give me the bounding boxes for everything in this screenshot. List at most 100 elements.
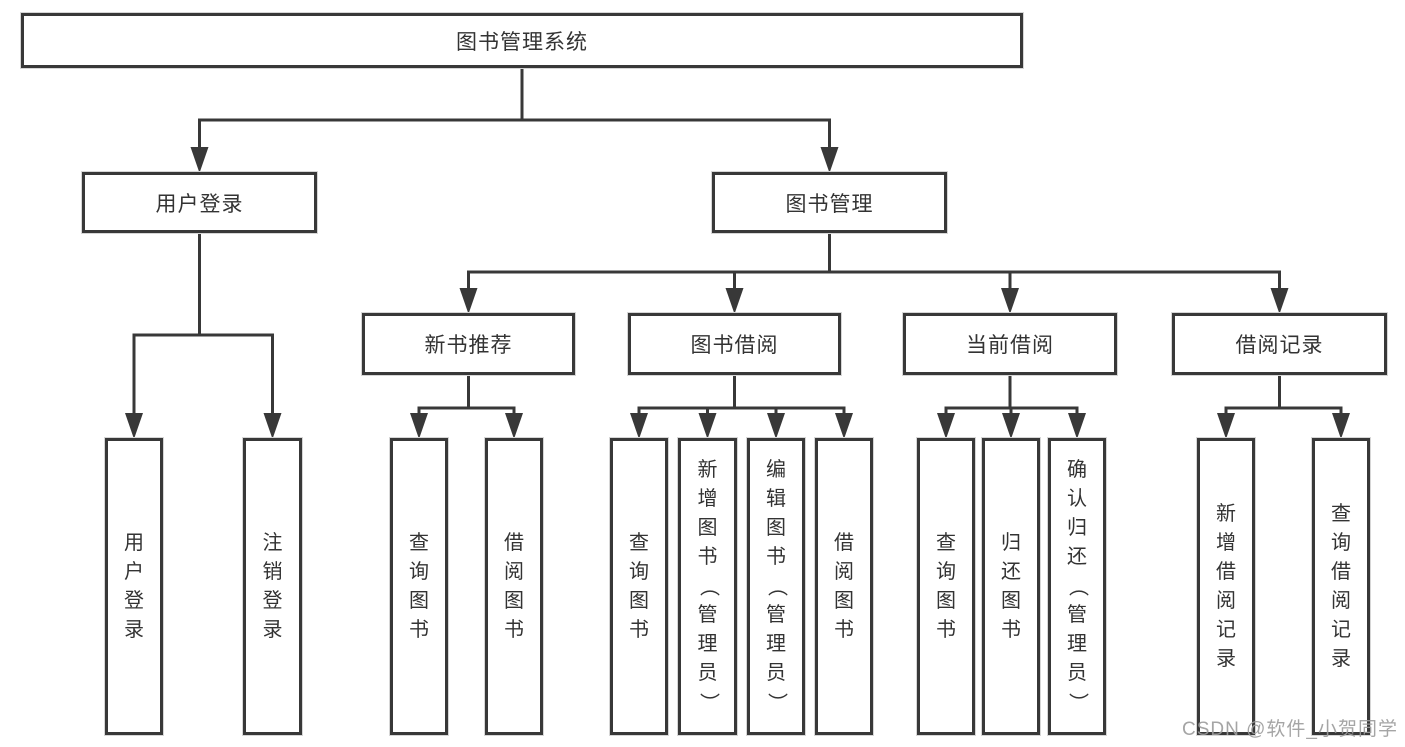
node-current-borrowing: 当前借阅	[903, 313, 1117, 375]
node-label-char: 书	[504, 618, 524, 641]
node-label-char: 录	[1216, 647, 1236, 670]
node-label-char: 理	[1067, 633, 1087, 655]
node-records-query-record: 查询借阅记录	[1312, 438, 1370, 735]
node-label-char: （	[1066, 576, 1089, 597]
node-recommend-borrow-books: 借阅图书	[485, 438, 543, 735]
node-logout-action: 注销登录	[243, 438, 302, 735]
node-label-char: 书	[1001, 618, 1021, 641]
node-label-char: 管	[1067, 604, 1087, 626]
node-borrowing-add-books-admin: 新增图书（管理员）	[678, 438, 737, 735]
node-label-char: 增	[697, 488, 718, 510]
arrowhead-icon	[1002, 413, 1020, 439]
arrowhead-icon	[835, 413, 853, 439]
node-label: 图书管理	[785, 192, 874, 216]
node-book-borrowing: 图书借阅	[628, 313, 841, 375]
node-label-char: 户	[124, 560, 144, 583]
node-book-management: 图书管理	[712, 172, 947, 233]
node-label-char: 书	[766, 546, 786, 568]
node-label-char: 查	[1331, 502, 1351, 525]
node-label-char: 书	[409, 618, 429, 641]
node-label-char: 用	[124, 531, 144, 554]
node-label-char: 确	[1067, 459, 1087, 481]
node-label-char: 登	[124, 589, 144, 612]
node-label-char: 图	[1001, 589, 1021, 612]
arrowhead-icon	[725, 288, 744, 314]
node-label-char: 新	[697, 459, 718, 481]
arrowhead-icon	[1001, 288, 1019, 314]
node-label: 当前借阅	[966, 334, 1054, 357]
arrowhead-icon	[410, 413, 428, 439]
node-recommend-query-books: 查询图书	[390, 438, 448, 735]
arrowhead-icon	[820, 147, 839, 173]
node-label-char: 理	[697, 633, 718, 655]
node-label-char: 图	[834, 589, 854, 612]
node-label-char: 员	[697, 662, 718, 684]
node-label-char: ）	[765, 692, 788, 713]
node-label-char: 辑	[766, 488, 786, 510]
node-label-char: 记	[1216, 618, 1236, 641]
node-label-char: 图	[504, 589, 524, 612]
node-label-char: 增	[1216, 531, 1236, 554]
node-label-char: 书	[697, 546, 718, 568]
node-borrowing-query-books: 查询图书	[610, 438, 668, 735]
node-label-char: （	[765, 576, 788, 597]
arrowhead-icon	[263, 413, 282, 439]
node-label-char: 书	[629, 618, 649, 641]
node-label-char: 还	[1067, 546, 1087, 568]
node-label-char: 员	[1067, 662, 1087, 684]
arrowhead-icon	[1068, 413, 1086, 439]
node-borrowing-edit-books-admin: 编辑图书（管理员）	[747, 438, 805, 735]
node-label-char: 询	[409, 560, 429, 583]
node-label-char: 询	[629, 560, 649, 583]
node-label-char: 阅	[1216, 589, 1236, 612]
node-label-char: 书	[834, 618, 854, 641]
node-label-char: 询	[1331, 531, 1351, 554]
node-label-char: 图	[697, 517, 718, 539]
arrowhead-icon	[1332, 413, 1350, 439]
node-label-char: 查	[409, 531, 429, 554]
node-label-char: 记	[1331, 618, 1351, 641]
node-label-char: ）	[1066, 692, 1089, 713]
arrowhead-icon	[1217, 413, 1235, 439]
arrowhead-icon	[767, 413, 785, 439]
node-label-char: 阅	[504, 560, 524, 583]
node-records-add-record: 新增借阅记录	[1197, 438, 1255, 735]
node-label-char: 借	[1331, 560, 1351, 583]
node-label-char: 阅	[1331, 589, 1351, 612]
arrowhead-icon	[505, 413, 523, 439]
arrowhead-icon	[190, 147, 209, 173]
node-label-char: 新	[1216, 502, 1236, 525]
node-label-char: 注	[262, 531, 283, 554]
node-label-char: 归	[1001, 531, 1021, 554]
node-label-char: 询	[936, 560, 956, 583]
node-current-confirm-return-admin: 确认归还 （ 管理员 ）	[1048, 438, 1106, 735]
node-label-char: 图	[629, 589, 649, 612]
node-label-char: 员	[766, 662, 786, 684]
node-label: 用户登录	[155, 192, 244, 216]
node-label-char: 书	[936, 618, 956, 641]
node-label-char: 登	[262, 589, 283, 612]
node-system-root: 图书管理系统	[21, 13, 1023, 68]
node-label: 图书管理系统	[456, 30, 588, 54]
node-label-char: 编	[766, 459, 786, 481]
node-label-char: 借	[1216, 560, 1236, 583]
node-label-char: 管	[766, 604, 786, 626]
node-user-login: 用户登录	[82, 172, 317, 233]
node-label-char: 理	[766, 633, 786, 655]
node-label-char: 销	[262, 560, 283, 583]
node-label-char: 认	[1067, 488, 1087, 510]
arrowhead-icon	[1270, 288, 1289, 314]
node-label-char: 录	[124, 618, 144, 641]
watermark: CSDN @软件_小贺同学	[1182, 719, 1398, 740]
node-borrowing-borrow-books: 借阅图书	[815, 438, 873, 735]
node-label-char: 查	[936, 531, 956, 554]
arrowhead-icon	[698, 413, 717, 439]
node-label-char: 借	[504, 531, 524, 554]
node-label: 借阅记录	[1235, 334, 1324, 357]
arrowhead-icon	[459, 288, 478, 314]
node-borrow-records: 借阅记录	[1172, 313, 1387, 375]
node-label-char: 归	[1067, 517, 1087, 539]
node-label-char: ）	[697, 692, 719, 713]
node-label-char: 借	[834, 531, 854, 554]
